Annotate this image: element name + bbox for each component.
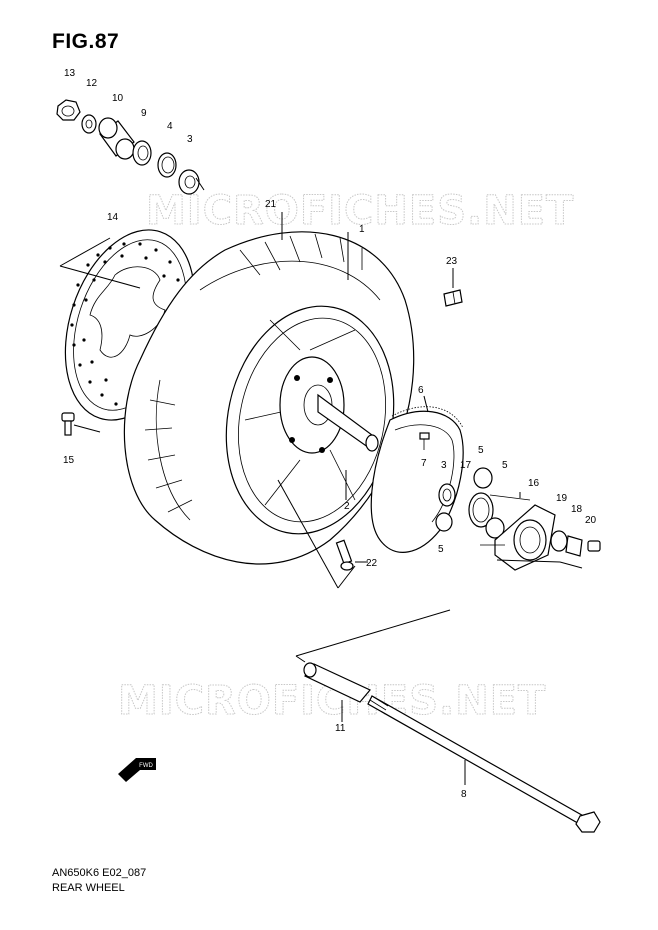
callout-16: 16	[528, 478, 540, 489]
bearing-part-3-upper	[178, 169, 200, 195]
callout-1: 1	[359, 224, 365, 235]
callout-8: 8	[461, 789, 467, 800]
washer-part-12	[81, 114, 97, 134]
callout-17: 17	[460, 460, 472, 471]
callout-13: 13	[64, 68, 76, 79]
callout-4: 4	[167, 121, 173, 132]
oring-part-17	[468, 492, 494, 528]
fwd-arrow-icon: FWD	[118, 758, 156, 782]
valve-part-22	[335, 539, 354, 571]
callout-12: 12	[86, 78, 98, 89]
bolt-part-20	[587, 540, 601, 552]
callout-20: 20	[585, 515, 597, 526]
figure-name: REAR WHEEL	[52, 882, 125, 894]
callout-5-right: 5	[502, 460, 508, 471]
callout-18: 18	[571, 504, 583, 515]
callout-14: 14	[107, 212, 119, 223]
callout-23: 23	[446, 256, 458, 267]
dust-seal-part-9	[132, 140, 152, 166]
callout-15: 15	[63, 455, 75, 466]
damper-part-5-c	[485, 517, 505, 539]
callout-6: 6	[418, 385, 424, 396]
watermark-top: MICROFICHES.NET	[146, 188, 574, 234]
fwd-label: FWD	[139, 763, 153, 769]
axle-spacer-part-11	[303, 662, 371, 703]
callout-5-bottom: 5	[438, 544, 444, 555]
callout-11: 11	[335, 723, 346, 734]
axle-nut-part-13	[56, 99, 81, 121]
callout-7: 7	[421, 458, 427, 469]
figure-code: AN650K6 E02_087	[52, 867, 147, 879]
callout-10: 10	[112, 93, 124, 104]
callout-2: 2	[344, 501, 350, 512]
callout-5-top: 5	[478, 445, 484, 456]
clip-part-23	[443, 289, 463, 307]
callout-9: 9	[141, 108, 147, 119]
plate-part-18	[565, 535, 583, 557]
screw-part-7	[419, 432, 430, 450]
callout-21: 21	[265, 199, 277, 210]
callout-3-bottom: 3	[441, 460, 447, 471]
figure-title: FIG.87	[52, 30, 120, 53]
circlip-part-4	[157, 152, 177, 178]
bearing-part-3-lower	[438, 483, 456, 507]
disc-bolt-part-15	[61, 412, 75, 436]
callout-19: 19	[556, 493, 568, 504]
spacer-part-19	[550, 530, 568, 552]
hub-carrier-part-16	[480, 494, 556, 571]
spacer-part-10	[98, 117, 135, 160]
damper-part-5-b	[435, 512, 453, 532]
damper-part-5-a	[473, 467, 493, 489]
callout-22: 22	[366, 558, 378, 569]
axle-part-8	[367, 695, 601, 833]
rear-wheel-part-1	[225, 305, 395, 535]
callout-3-top: 3	[187, 134, 193, 145]
figure-footer: AN650K6 E02_087 REAR WHEEL	[52, 866, 146, 896]
